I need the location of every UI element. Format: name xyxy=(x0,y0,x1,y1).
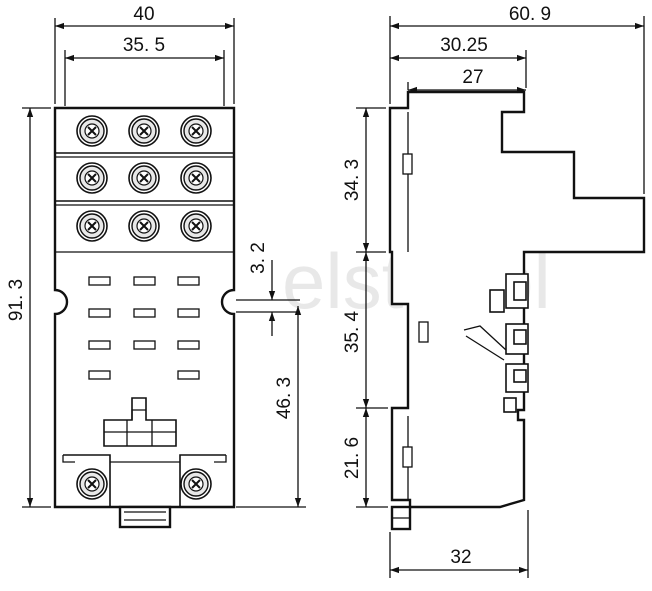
screw-terminal-icon xyxy=(180,210,212,242)
screw-terminal-icon xyxy=(76,115,108,147)
front-bottom-tab-lines xyxy=(124,511,166,521)
side-window xyxy=(402,446,413,468)
front-view: 40 35. 5 91. 3 3. 2 46. 3 xyxy=(6,4,306,529)
dim-side-mid-height: 35. 4 xyxy=(342,310,363,353)
screw-terminal-icon xyxy=(128,210,160,242)
bottom-terminal-housing xyxy=(63,454,226,507)
screw-terminal-icon xyxy=(76,210,108,242)
side-window xyxy=(418,321,429,343)
dim-lower-height: 46. 3 xyxy=(274,377,295,419)
screw-terminal-icon xyxy=(76,162,108,194)
screw-terminal-icon xyxy=(180,115,212,147)
screw-terminal-icon xyxy=(128,162,160,194)
dim-side-top-height: 34. 3 xyxy=(342,159,363,201)
side-connector-tabs xyxy=(503,273,529,413)
dim-side-total-width: 60. 9 xyxy=(509,4,551,25)
dim-slot-gap: 3. 2 xyxy=(248,242,269,274)
dim-side-width-a: 30.25 xyxy=(440,35,488,56)
front-body-outline xyxy=(53,106,236,509)
screw-terminal-icon xyxy=(180,468,212,500)
side-window xyxy=(402,153,413,175)
front-bottom-tab xyxy=(118,505,172,529)
dim-front-width: 40 xyxy=(133,4,154,25)
coil-connector-symbol xyxy=(103,397,177,447)
dim-side-width-b: 27 xyxy=(462,67,483,88)
screw-terminal-icon xyxy=(76,468,108,500)
dim-front-inner-width: 35. 5 xyxy=(123,35,165,56)
contact-slots xyxy=(88,276,200,380)
side-latch xyxy=(489,289,505,313)
side-view: 60. 9 30.25 27 34. 3 35. 4 21. 6 32 xyxy=(342,4,646,578)
dim-side-base-width: 32 xyxy=(450,547,471,568)
dim-side-low-height: 21. 6 xyxy=(342,437,363,479)
side-spring xyxy=(463,325,507,361)
dim-front-height: 91. 3 xyxy=(6,279,27,321)
screw-terminal-icon xyxy=(128,115,160,147)
screw-terminal-icon xyxy=(180,162,212,194)
